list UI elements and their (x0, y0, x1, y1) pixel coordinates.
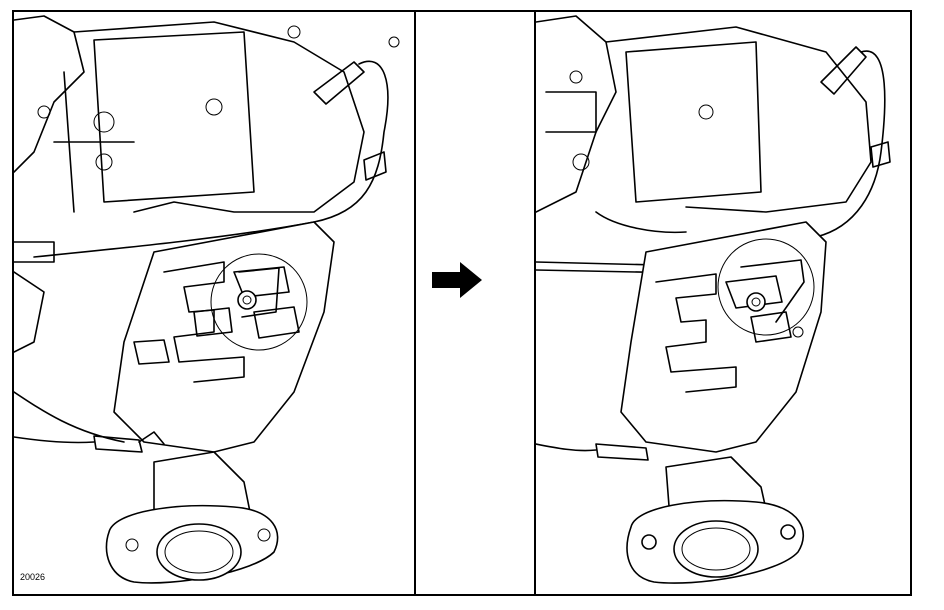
exhaust-manifold-before-drawing (14, 15, 400, 584)
reference-code: 20026 (20, 572, 46, 582)
figure-frame: 20026 (12, 10, 912, 596)
panel-after (534, 12, 912, 594)
panel-before: 20026 (14, 12, 416, 594)
exhaust-manifold-after-drawing (536, 15, 891, 584)
right-arrow-icon (432, 262, 482, 298)
